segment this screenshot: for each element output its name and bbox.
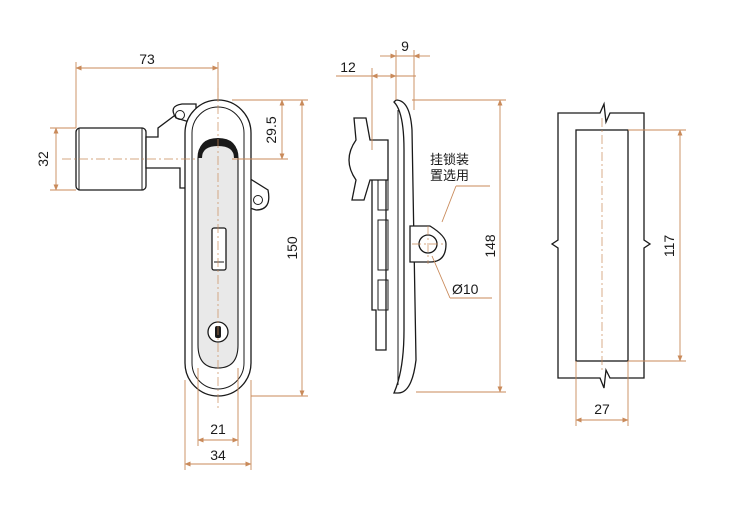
dim-side-height: 148 xyxy=(482,234,498,258)
dim-keyhole-width: 21 xyxy=(210,421,226,437)
front-view xyxy=(75,99,270,397)
side-handle xyxy=(348,117,389,201)
dim-side-depth-small: 9 xyxy=(401,38,409,54)
note-padlock-line1: 挂锁装 xyxy=(430,152,469,168)
side-view xyxy=(348,99,447,394)
dim-cutout-height: 117 xyxy=(661,235,677,258)
side-dimensions: 9 12 148 挂锁装 置选用 Ø10 xyxy=(336,38,506,393)
dim-cutout-width: 27 xyxy=(594,401,610,417)
note-padlock-line2: 置选用 xyxy=(430,169,469,184)
dim-hole-diameter: Ø10 xyxy=(452,281,479,297)
dim-knob-diameter: 32 xyxy=(35,151,51,167)
dim-front-height: 150 xyxy=(284,236,300,260)
dim-side-depth-large: 12 xyxy=(340,59,356,75)
front-dimensions: 73 32 29.5 150 21 34 xyxy=(35,51,308,470)
dim-handle-reach: 73 xyxy=(139,51,155,67)
cutout-dimensions: 117 27 xyxy=(575,129,686,426)
flange xyxy=(393,99,417,394)
indicator-window xyxy=(211,227,227,271)
dim-lug-offset: 29.5 xyxy=(263,116,279,143)
cutout-view xyxy=(550,101,652,389)
dim-body-width: 34 xyxy=(210,447,226,463)
